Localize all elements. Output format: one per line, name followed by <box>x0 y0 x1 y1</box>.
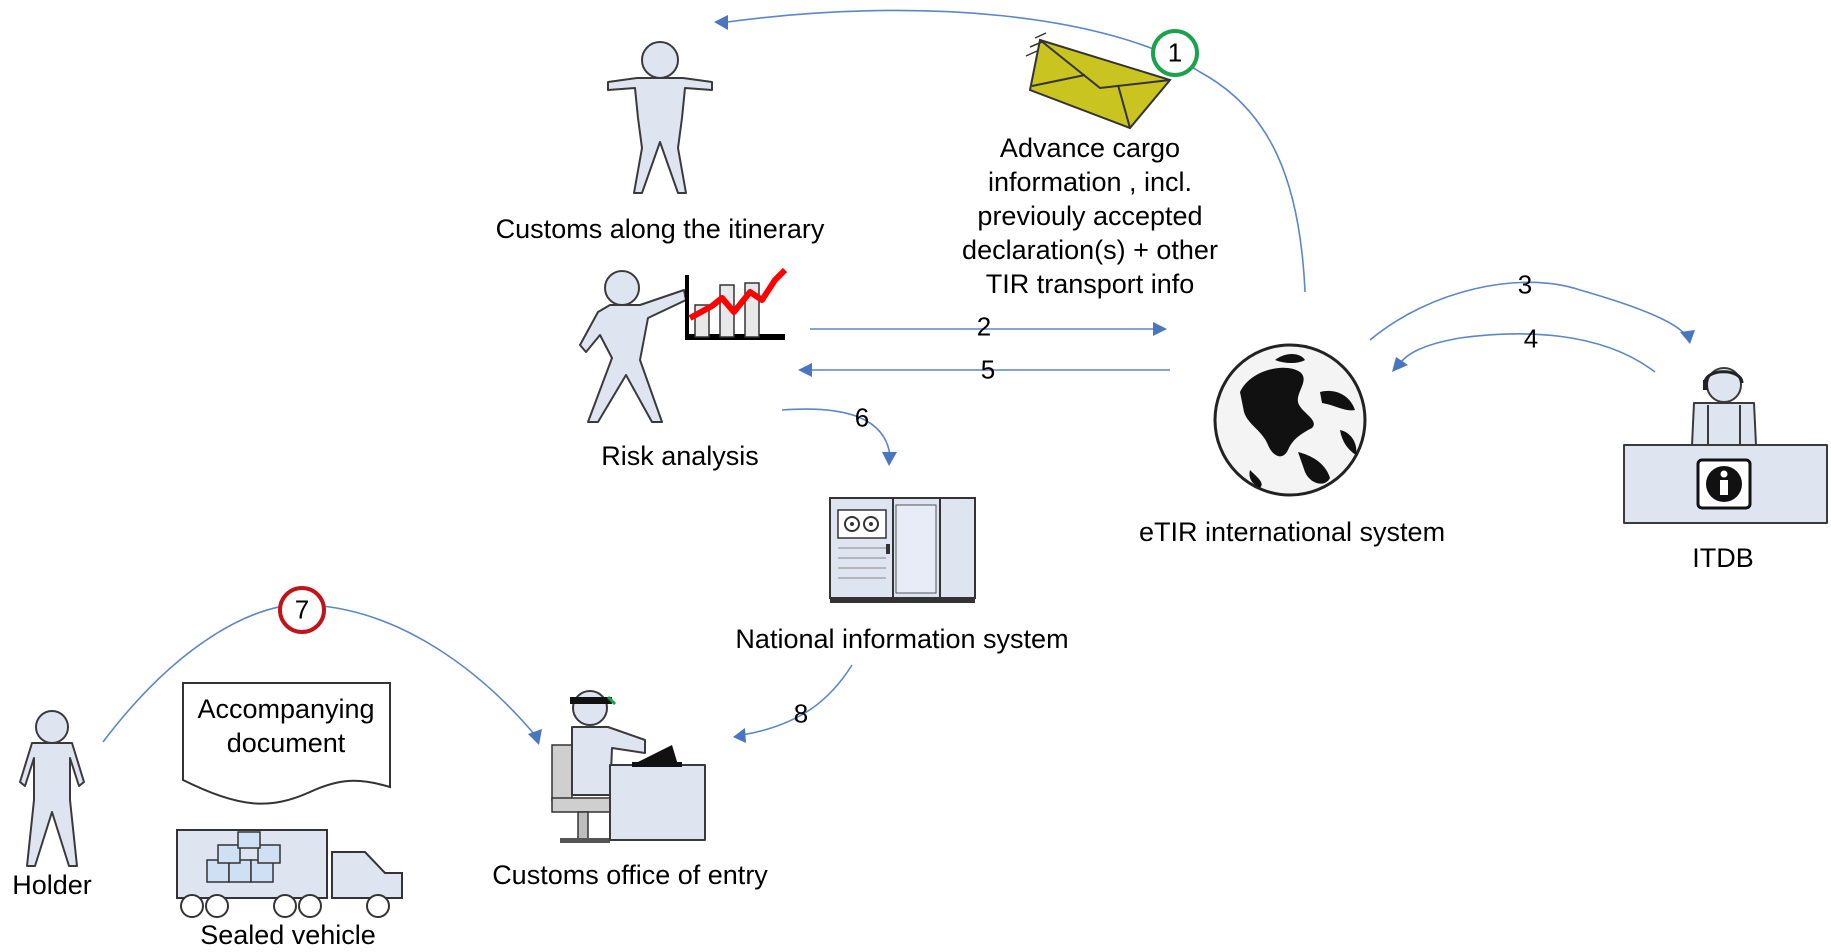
customs-officer-figure-icon <box>607 41 713 194</box>
label-advance-cargo: Advance cargo information , incl. previo… <box>962 131 1218 301</box>
step-5-number: 5 <box>980 354 996 385</box>
document-icon <box>182 682 391 805</box>
label-customs-itinerary: Customs along the itinerary <box>495 214 825 244</box>
accompanying-line-2: document <box>226 728 346 758</box>
connector-5 <box>798 363 1170 377</box>
step-4-number: 4 <box>1523 323 1539 354</box>
connector-3 <box>1369 281 1695 344</box>
label-etir: eTIR international system <box>1138 517 1446 547</box>
connector-8 <box>733 664 853 743</box>
label-holder: Holder <box>12 870 92 900</box>
label-customs-entry: Customs office of entry <box>492 860 768 890</box>
server-cabinet-icon <box>829 497 976 603</box>
label-sealed-vehicle: Sealed vehicle <box>200 920 376 950</box>
truck-icon <box>176 829 403 918</box>
step-1-circle <box>1151 29 1199 77</box>
label-risk-analysis: Risk analysis <box>601 441 759 471</box>
step-2-number: 2 <box>976 311 992 342</box>
label-national-system: National information system <box>735 624 1069 654</box>
globe-icon <box>1213 343 1367 497</box>
step-6-number: 6 <box>854 402 870 433</box>
step-7-circle <box>278 586 326 634</box>
step-1-number: 1 <box>1167 37 1183 68</box>
connector-6 <box>781 408 897 466</box>
advance-cargo-line-3: previouly accepted <box>977 201 1203 231</box>
chart-icon <box>685 267 788 340</box>
advance-cargo-line-1: Advance cargo <box>999 133 1181 163</box>
advance-cargo-line-4: declaration(s) + other <box>962 235 1218 265</box>
connector-2 <box>810 322 1167 336</box>
customs-entry-officer-icon <box>551 690 706 843</box>
label-itdb: ITDB <box>1692 543 1754 573</box>
step-3-number: 3 <box>1517 269 1533 300</box>
itdb-operator-icon <box>1623 367 1828 524</box>
label-accompanying-document: Accompanying document <box>197 692 374 760</box>
advance-cargo-line-5: TIR transport info <box>985 269 1195 299</box>
step-8-number: 8 <box>793 698 809 729</box>
accompanying-line-1: Accompanying <box>197 694 375 724</box>
analyst-figure-icon <box>579 270 687 423</box>
envelope-icon <box>1025 32 1172 130</box>
step-7-number: 7 <box>294 594 310 625</box>
connector-4 <box>1392 333 1656 373</box>
holder-figure-icon <box>19 710 85 867</box>
advance-cargo-line-2: information , incl. <box>987 167 1193 197</box>
